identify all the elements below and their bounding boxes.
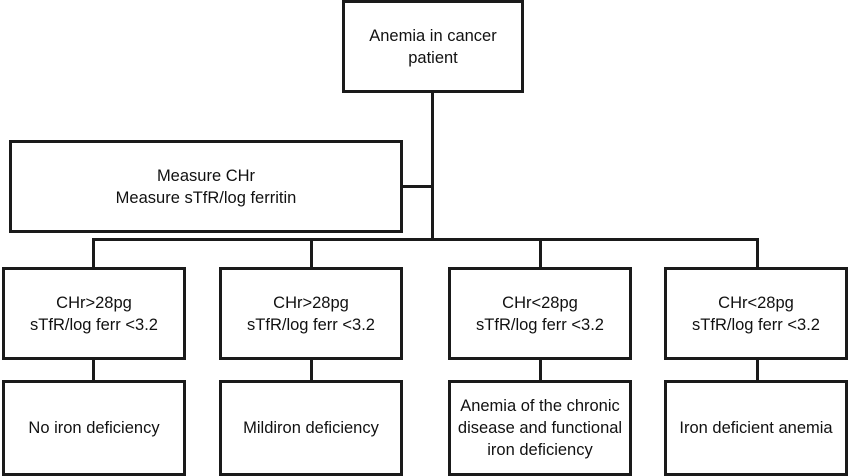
condition-chr-label: CHr<28pg [502,293,578,312]
root-node-box: Anemia in cancer patient [342,0,524,93]
connector-to-condition-2 [310,238,313,268]
root-node-line-1: Anemia in cancer [369,26,497,45]
connector-to-condition-1 [92,238,95,268]
connector-to-condition-4 [756,238,759,268]
connector-to-outcome-2 [310,360,313,381]
measure-node-line-2: Measure sTfR/log ferritin [115,188,297,207]
connector-measure-link [403,185,433,188]
outcome-node-box: Anemia of the chronic disease and functi… [448,380,632,476]
condition-ratio-label: sTfR/log ferr <3.2 [30,315,158,334]
connector-to-outcome-1 [92,360,95,381]
connector-to-outcome-3 [539,360,542,381]
connector-to-outcome-4 [756,360,759,381]
connector-horizontal-bus [92,238,759,241]
condition-node-box: CHr>28pg sTfR/log ferr <3.2 [2,267,186,360]
outcome-label-line: Anemia of the chronic [460,397,620,415]
condition-ratio-label: sTfR/log ferr <3.2 [692,315,820,334]
outcome-label-line: Mildiron deficiency [243,419,379,437]
outcome-label-line: Iron deficient anemia [679,419,833,437]
condition-ratio-label: sTfR/log ferr <3.2 [247,315,375,334]
measure-node-line-1: Measure CHr [156,166,256,185]
outcome-label-line: iron deficiency [487,441,593,459]
condition-chr-label: CHr<28pg [718,293,794,312]
outcome-node-box: Iron deficient anemia [664,380,848,476]
condition-node-box: CHr<28pg sTfR/log ferr <3.2 [664,267,848,360]
condition-node-box: CHr>28pg sTfR/log ferr <3.2 [219,267,403,360]
condition-node-box: CHr<28pg sTfR/log ferr <3.2 [448,267,632,360]
connector-to-condition-3 [539,238,542,268]
condition-chr-label: CHr>28pg [56,293,132,312]
measure-node-box: Measure CHr Measure sTfR/log ferritin [9,140,403,233]
condition-ratio-label: sTfR/log ferr <3.2 [476,315,604,334]
outcome-label-line: disease and functional [457,419,623,437]
outcome-node-box: Mildiron deficiency [219,380,403,476]
connector-root-trunk [431,93,434,241]
outcome-label-line: No iron deficiency [28,419,160,437]
condition-chr-label: CHr>28pg [273,293,349,312]
outcome-node-box: No iron deficiency [2,380,186,476]
root-node-line-2: patient [408,48,458,67]
